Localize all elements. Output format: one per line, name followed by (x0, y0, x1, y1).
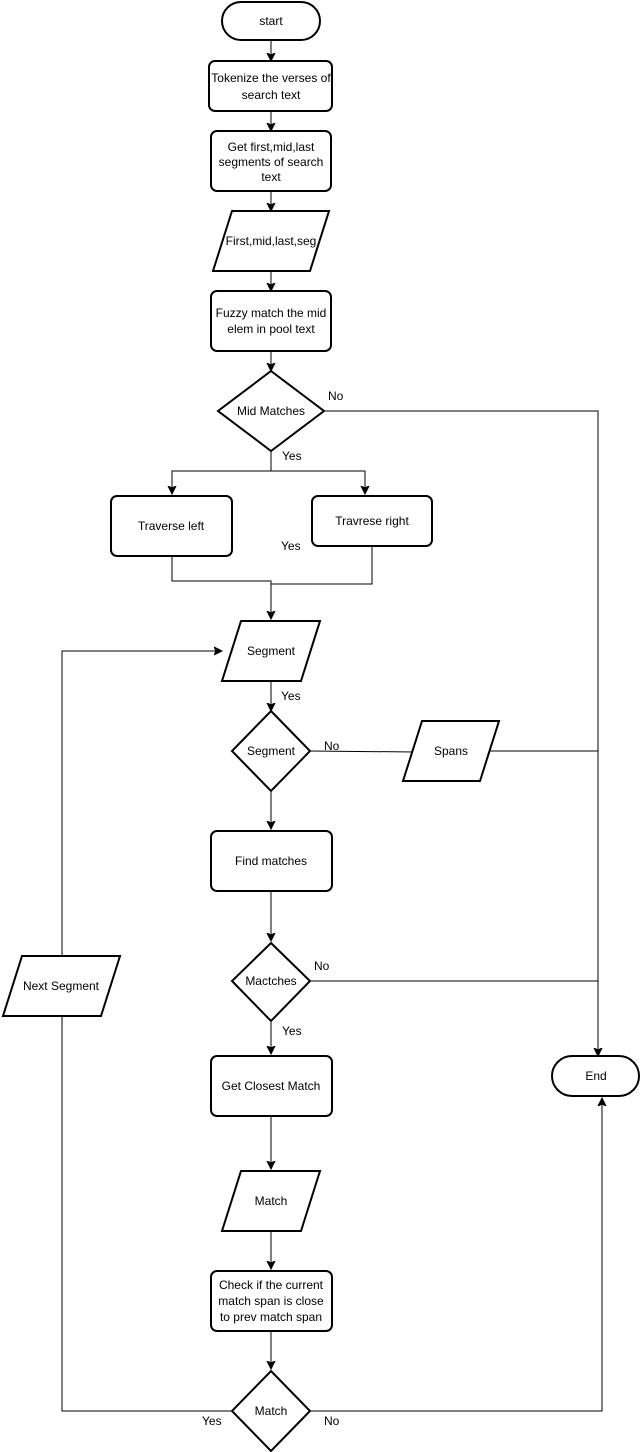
spans-io: Spans (401, 720, 501, 782)
match-io: Match (220, 1170, 322, 1232)
edge-next-segment-to-segment-io (61, 651, 222, 956)
matches-decision-label: Mactches (245, 974, 296, 988)
end-label: End (585, 1069, 606, 1083)
edge-label-matches-no: No (314, 959, 330, 973)
tokenize-process: Tokenize the verses of search text (208, 60, 333, 112)
get-segments-label-line-2: segments of search (219, 155, 324, 169)
traverse-left-label: Traverse left (138, 519, 205, 533)
next-segment-label: Next Segment (23, 979, 100, 993)
check-span-label-line-2: match span is close (218, 1294, 324, 1308)
segment-decision: Segment (230, 709, 312, 793)
mid-matches-label: Mid Matches (237, 404, 305, 418)
edge-label-segment-yes: Yes (281, 689, 301, 703)
traverse-right-label: Travrese right (335, 514, 409, 528)
edge-traverse-right-to-segment (271, 546, 373, 585)
tokenize-label-line-2: search text (242, 88, 301, 102)
start-label: start (259, 14, 283, 28)
get-closest-process: Get Closest Match (210, 1055, 333, 1117)
edge-segment-decision-to-spans (309, 750, 415, 753)
fuzzy-match-process: Fuzzy match the mid elem in pool text (210, 290, 332, 352)
start-terminal: start (221, 1, 321, 41)
edge-label-match-yes: Yes (202, 1414, 222, 1428)
segment-decision-label: Segment (247, 744, 296, 758)
edges (61, 40, 602, 1412)
edge-mid-matches-to-traverse-left (172, 451, 272, 494)
match-decision: Match (230, 1369, 312, 1452)
fuzzy-match-label-line-1: Fuzzy match the mid (216, 306, 327, 320)
match-decision-label: Match (255, 1404, 288, 1418)
edge-traverse-left-to-segment (171, 556, 271, 619)
segment-io: Segment (220, 620, 322, 682)
traverse-right-process: Travrese right (311, 495, 433, 547)
edge-label-matches-yes: Yes (282, 1024, 302, 1038)
mid-matches-decision: Mid Matches (216, 369, 326, 453)
edge-label-match-no: No (324, 1414, 340, 1428)
end-terminal: End (551, 1055, 640, 1097)
tokenize-label-line-1: Tokenize the verses of (211, 71, 331, 85)
edge-label-right-yes: Yes (281, 539, 301, 553)
check-span-label-line-1: Check if the current (219, 1278, 324, 1292)
first-mid-last-io: First,mid,last,seg (211, 210, 331, 272)
match-io-label: Match (255, 1194, 288, 1208)
edge-label-segment-no: No (324, 739, 340, 753)
first-mid-last-label: First,mid,last,seg (226, 234, 317, 248)
get-segments-label-line-3: text (261, 170, 281, 184)
edge-label-mid-yes: Yes (282, 449, 302, 463)
check-span-label-line-3: to prev match span (220, 1310, 322, 1324)
spans-label: Spans (434, 744, 468, 758)
edge-match-decision-yes-to-next-segment (61, 1016, 232, 1412)
find-matches-process: Find matches (210, 830, 333, 892)
edge-match-decision-no-to-end (310, 1098, 602, 1412)
get-segments-process: Get first,mid,last segments of search te… (210, 130, 332, 192)
traverse-left-process: Traverse left (110, 495, 233, 557)
check-span-process: Check if the current match span is close… (210, 1270, 333, 1332)
edge-mid-matches-to-traverse-right (271, 470, 365, 494)
edge-labels: No Yes Yes Yes No No Yes Yes No (202, 389, 344, 1428)
fuzzy-match-label-line-2: elem in pool text (227, 322, 315, 336)
next-segment-io: Next Segment (1, 955, 122, 1017)
find-matches-label: Find matches (235, 854, 307, 868)
edge-label-mid-no: No (328, 389, 344, 403)
matches-decision: Mactches (230, 941, 312, 1023)
segment-io-label: Segment (247, 644, 296, 658)
get-segments-label-line-1: Get first,mid,last (228, 140, 315, 154)
edge-mid-matches-no-to-end (324, 410, 598, 1056)
get-closest-label: Get Closest Match (222, 1079, 321, 1093)
